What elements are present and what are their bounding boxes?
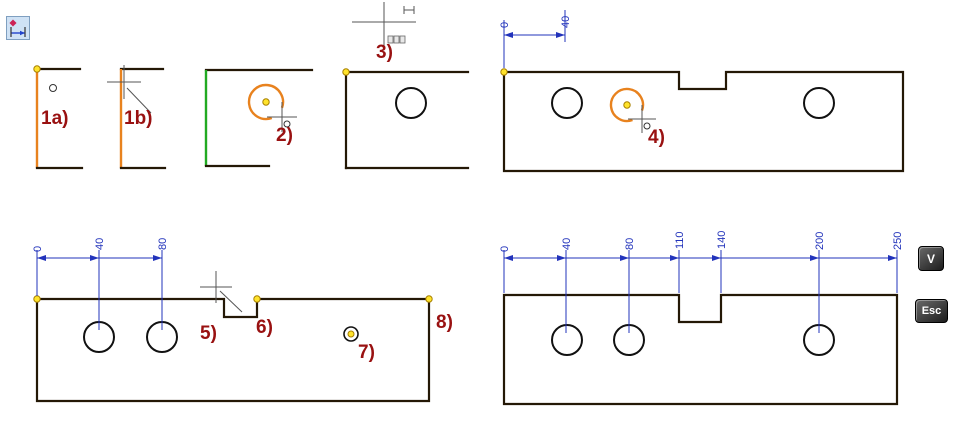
part-outline[interactable] xyxy=(502,293,899,406)
grip-point[interactable] xyxy=(425,295,433,303)
step-label-1a: 1a) xyxy=(41,108,68,129)
snap-marker xyxy=(49,84,57,92)
dimension-chain-right[interactable]: 0 40 80 110 140 200 250 xyxy=(499,231,904,333)
final-part[interactable]: 0 40 80 110 140 200 250 xyxy=(499,231,904,406)
step-4-part[interactable]: 4) 0 40 xyxy=(499,10,905,173)
key-hint-esc: Esc xyxy=(915,299,948,323)
dim-arrow xyxy=(504,255,513,261)
dimension-top[interactable]: 0 40 xyxy=(499,10,572,68)
dim-value: 0 xyxy=(32,246,44,252)
dim-arrow xyxy=(153,255,162,261)
hole-circle-small[interactable] xyxy=(343,326,359,342)
dimension-cursor-icon xyxy=(403,6,415,14)
dim-value: 110 xyxy=(674,231,686,249)
dim-arrow xyxy=(712,255,721,261)
grip-point[interactable] xyxy=(253,295,261,303)
active-circle[interactable] xyxy=(609,87,645,123)
dim-arrow xyxy=(810,255,819,261)
grip-point[interactable] xyxy=(347,330,355,338)
step-label-1b: 1b) xyxy=(124,108,153,129)
snap-marker xyxy=(283,120,291,128)
dimension-tool-icon[interactable] xyxy=(6,16,30,40)
dim-value: 40 xyxy=(94,238,106,250)
dim-arrow xyxy=(888,255,897,261)
step-3-sketch[interactable]: 3) xyxy=(342,2,470,170)
grip-point[interactable] xyxy=(33,65,41,73)
dimension-chain-left[interactable]: 0 40 80 xyxy=(32,238,169,330)
step-label-4: 4) xyxy=(648,127,665,148)
key-hint-esc-label: Esc xyxy=(921,305,942,317)
step-label-8: 8) xyxy=(436,312,453,333)
dimension-tool-glyph xyxy=(9,19,26,37)
step-label-3: 3) xyxy=(376,42,393,63)
dim-arrow xyxy=(504,32,513,38)
dim-arrow xyxy=(620,255,629,261)
dim-value: 250 xyxy=(892,232,904,250)
part-outline[interactable] xyxy=(502,70,905,173)
hole-circle[interactable] xyxy=(551,324,583,356)
hole-circle[interactable] xyxy=(395,87,427,119)
grip-point[interactable] xyxy=(342,68,350,76)
pick-ray xyxy=(219,290,243,313)
step-1a-sketch[interactable]: 1a) xyxy=(33,65,84,170)
dim-arrow xyxy=(670,255,679,261)
key-hint-v: V xyxy=(918,246,944,271)
hole-circle[interactable] xyxy=(551,87,583,119)
active-circle[interactable] xyxy=(247,83,285,121)
dim-arrow xyxy=(90,255,99,261)
grip-point[interactable] xyxy=(500,68,508,76)
snap-marker xyxy=(643,122,651,130)
dim-arrow xyxy=(37,255,46,261)
dim-value: 80 xyxy=(157,238,169,250)
step-1b-sketch[interactable]: 1b) xyxy=(107,65,167,170)
dim-value: 200 xyxy=(814,232,826,250)
dim-arrow xyxy=(557,255,566,261)
tool-hint-icon xyxy=(399,35,406,44)
grip-point[interactable] xyxy=(262,98,270,106)
grip-point[interactable] xyxy=(33,295,41,303)
step-label-7: 7) xyxy=(358,342,375,363)
dim-value: 80 xyxy=(624,238,636,250)
dim-value: 40 xyxy=(560,16,572,28)
step-2-sketch[interactable]: 2) xyxy=(204,68,314,168)
tool-hint-icon xyxy=(387,35,394,44)
key-hint-v-label: V xyxy=(926,251,935,266)
dim-value: 40 xyxy=(561,238,573,250)
tool-hint-icon xyxy=(393,35,400,44)
pick-ray xyxy=(126,87,152,114)
dim-value: 0 xyxy=(499,22,511,28)
step-label-6: 6) xyxy=(256,317,273,338)
step-label-2: 2) xyxy=(276,125,293,146)
grip-point[interactable] xyxy=(623,101,631,109)
dim-value: 140 xyxy=(716,231,728,249)
step-label-5: 5) xyxy=(200,323,217,344)
steps-5-8-part[interactable]: 5) 6) 7) 8) 0 40 80 xyxy=(32,238,453,403)
dim-value: 0 xyxy=(499,246,511,252)
dim-arrow xyxy=(556,32,565,38)
hole-circle[interactable] xyxy=(803,87,835,119)
